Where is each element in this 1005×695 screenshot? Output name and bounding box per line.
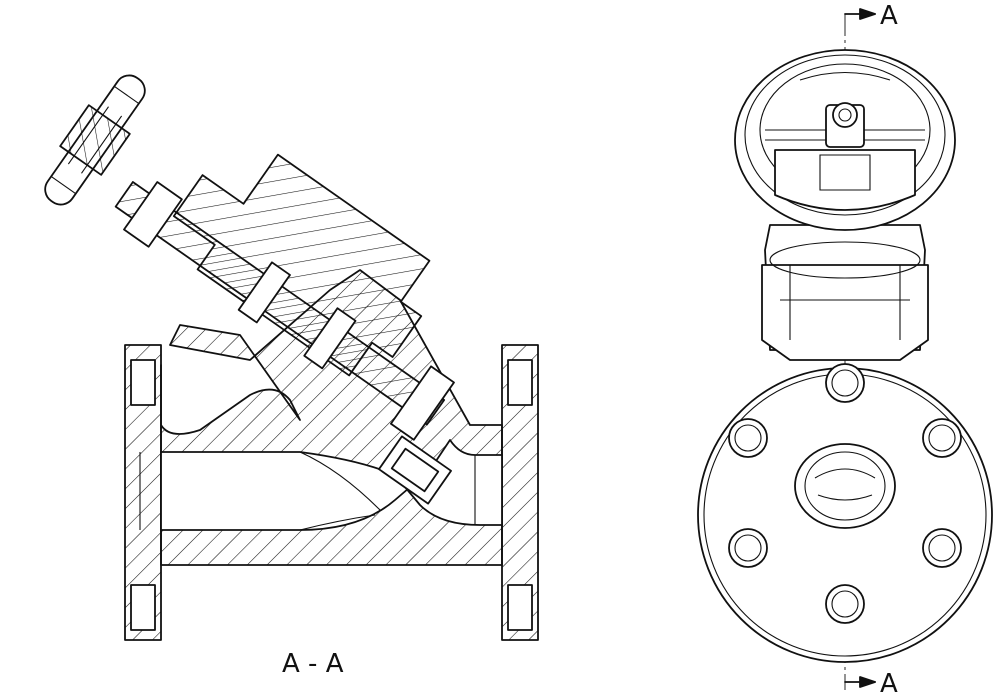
bonnet-hex	[761, 224, 929, 361]
section-view: A - A	[44, 74, 539, 679]
disc	[378, 435, 452, 505]
end-view: A A	[697, 1, 993, 695]
handwheel-bar	[44, 74, 146, 206]
end-flange	[697, 363, 993, 663]
handwheel-top	[734, 49, 956, 231]
main-bore	[160, 439, 503, 531]
left-flange	[124, 344, 162, 641]
section-title: A - A	[282, 649, 344, 679]
cut-marker-top: A	[880, 1, 898, 31]
right-flange	[501, 344, 539, 641]
stem	[114, 181, 455, 441]
cut-marker-bottom: A	[880, 669, 898, 695]
end-bore	[794, 443, 896, 529]
bonnet	[172, 153, 431, 377]
